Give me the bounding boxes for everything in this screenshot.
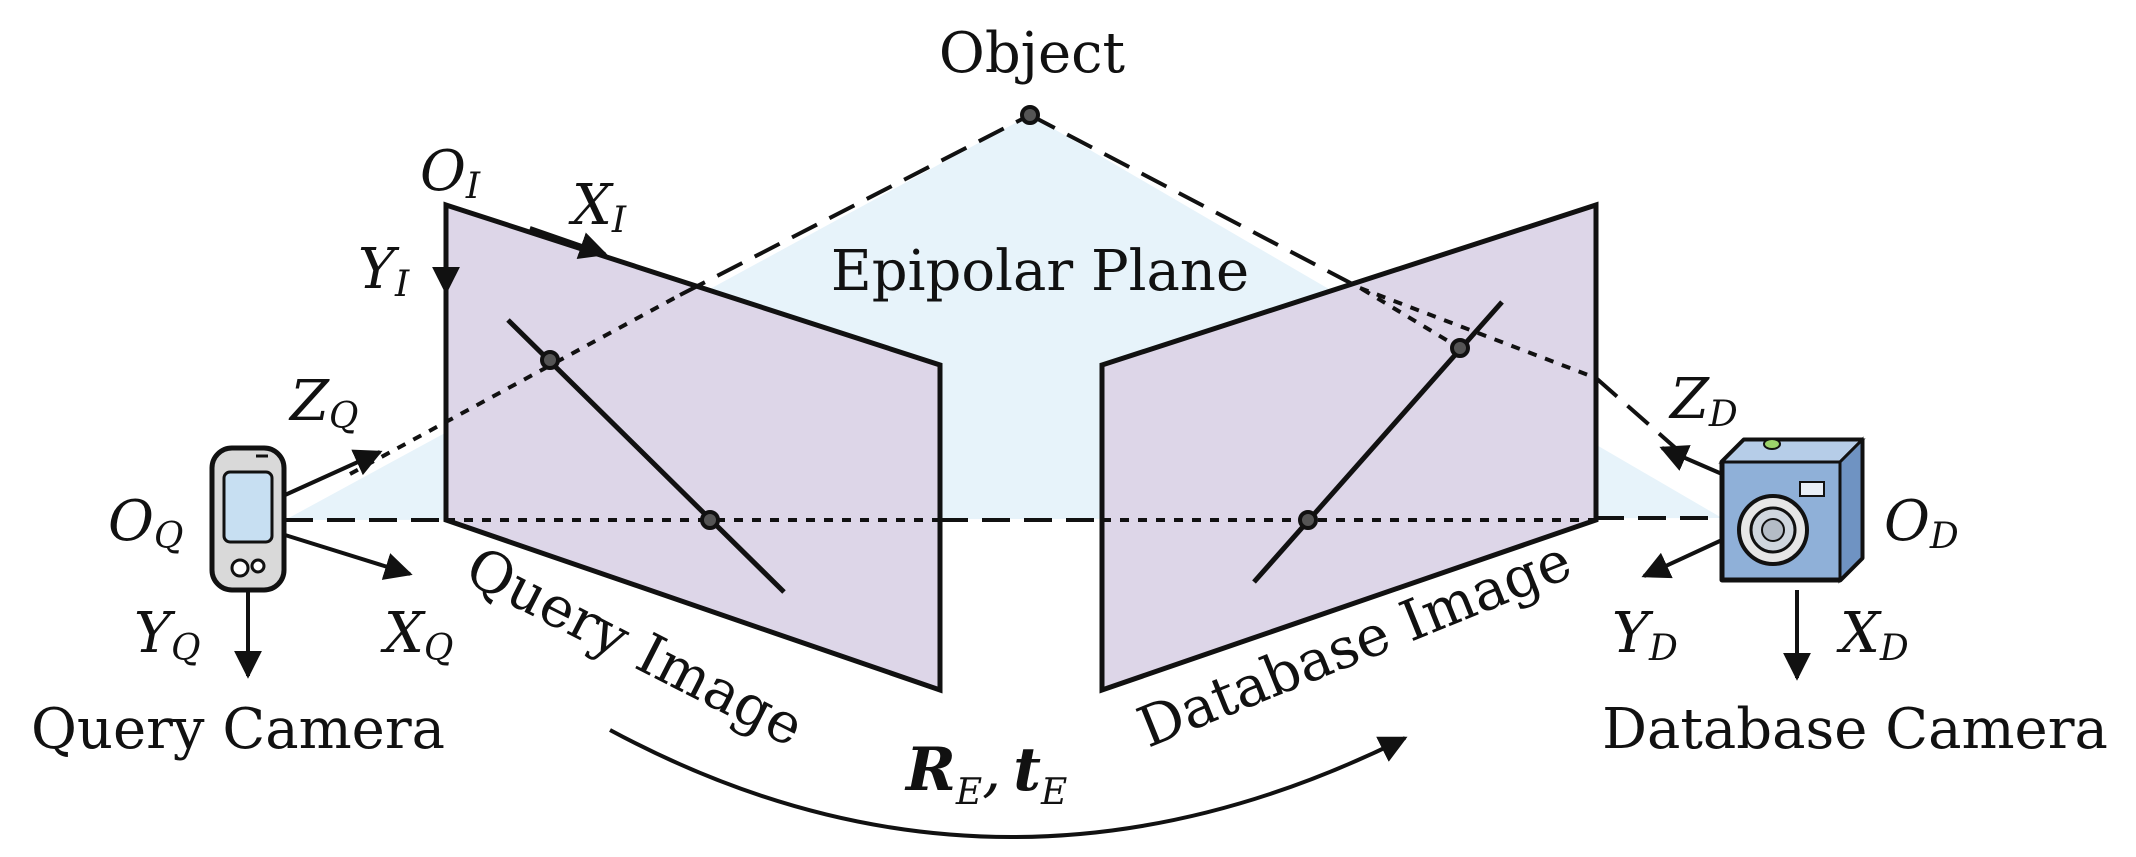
ray-query-behind-plane bbox=[349, 293, 681, 476]
y-d-sub: D bbox=[1648, 628, 1678, 669]
t-sub: E bbox=[1040, 772, 1067, 813]
y-d-label: YD bbox=[1612, 601, 1678, 669]
o-q-label: OQ bbox=[108, 489, 183, 557]
x-i-main: X bbox=[568, 173, 614, 238]
o-d-label: OD bbox=[1884, 489, 1959, 557]
query-image-point bbox=[540, 350, 560, 370]
r-sub: E bbox=[955, 772, 982, 813]
database-image-point bbox=[1450, 338, 1470, 358]
y-d-main: Y bbox=[1612, 601, 1654, 666]
x-q-main: X bbox=[380, 601, 426, 666]
o-q-main: O bbox=[108, 489, 154, 554]
z-d-label: ZD bbox=[1668, 367, 1738, 435]
x-i-sub: I bbox=[611, 200, 627, 241]
o-i-main: O bbox=[420, 139, 466, 204]
y-q-sub: Q bbox=[171, 628, 201, 669]
object-label: Object bbox=[939, 21, 1126, 86]
ray-database-behind-plane bbox=[1359, 286, 1597, 380]
comma: , bbox=[982, 735, 1001, 805]
y-i-label: YI bbox=[358, 237, 410, 305]
transform-arc-arrow bbox=[609, 728, 1408, 839]
camera-icon bbox=[1718, 436, 1866, 584]
ray-query-to-object bbox=[679, 113, 1031, 297]
database-epipole bbox=[1298, 510, 1318, 530]
object-point bbox=[1020, 105, 1040, 125]
y-d-axis-arrow bbox=[1641, 538, 1723, 579]
epipolar-plane-label: Epipolar Plane bbox=[831, 239, 1249, 304]
x-d-sub: D bbox=[1879, 628, 1909, 669]
o-q-sub: Q bbox=[154, 516, 184, 557]
r-main: R bbox=[904, 735, 956, 805]
y-q-main: Y bbox=[134, 601, 176, 666]
y-q-label: YQ bbox=[134, 601, 200, 669]
x-d-label: XD bbox=[1836, 601, 1909, 669]
query-camera-label: Query Camera bbox=[31, 697, 445, 762]
ray-object-to-database bbox=[1029, 113, 1361, 290]
z-q-axis-arrow bbox=[284, 449, 383, 497]
phone-icon bbox=[209, 445, 287, 593]
transform-label: RE,tE bbox=[904, 735, 1067, 813]
query-epipole bbox=[700, 510, 720, 530]
y-i-main: Y bbox=[358, 237, 400, 302]
o-i-label: OI bbox=[420, 139, 481, 207]
query-image-plane bbox=[443, 201, 943, 694]
o-i-sub: I bbox=[465, 166, 481, 207]
z-d-sub: D bbox=[1708, 394, 1738, 435]
x-q-label: XQ bbox=[380, 601, 453, 669]
x-q-axis-arrow bbox=[284, 533, 413, 580]
x-d-main: X bbox=[1836, 601, 1882, 666]
ray-database-camera bbox=[1594, 376, 1682, 454]
o-d-sub: D bbox=[1929, 516, 1959, 557]
o-d-main: O bbox=[1884, 489, 1930, 554]
t-main: t bbox=[1013, 735, 1041, 805]
z-q-label: ZQ bbox=[288, 369, 358, 437]
z-q-main: Z bbox=[288, 369, 330, 434]
ray-database-image-section bbox=[1360, 287, 1460, 349]
database-camera-label: Database Camera bbox=[1602, 697, 2108, 762]
z-d-main: Z bbox=[1668, 367, 1710, 432]
x-i-axis-arrow bbox=[529, 226, 608, 259]
y-i-sub: I bbox=[394, 264, 410, 305]
z-d-axis-arrow bbox=[1659, 445, 1723, 476]
z-q-sub: Q bbox=[329, 396, 359, 437]
x-q-sub: Q bbox=[424, 628, 454, 669]
x-i-label: XI bbox=[568, 173, 627, 241]
